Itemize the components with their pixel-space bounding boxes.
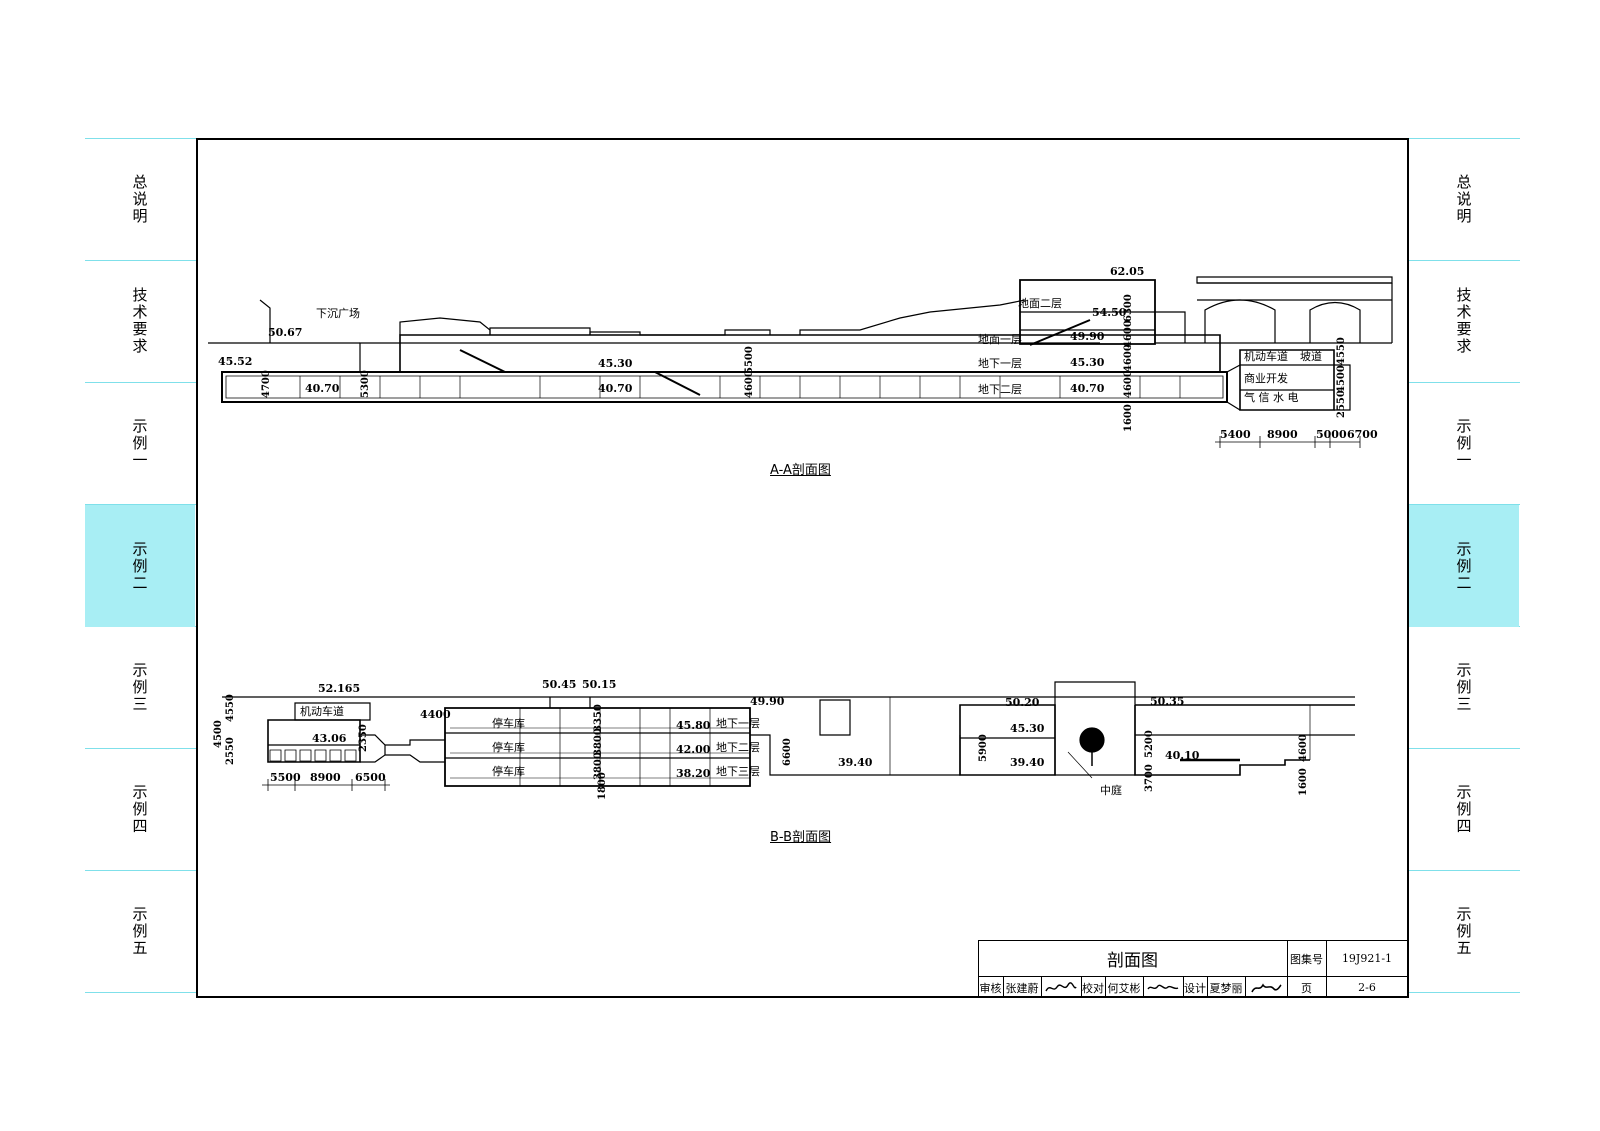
dim-bb-5500: 5500 xyxy=(270,771,301,784)
dim-aa-6700: 6700 xyxy=(1347,428,1378,441)
dim-bb-2550: 2550 xyxy=(225,737,236,765)
label-ground-2f: 地面二层 xyxy=(1018,297,1062,310)
elev-aa-7: 54.50 xyxy=(1092,306,1127,319)
elev-aa-6: 62.05 xyxy=(1110,265,1145,278)
dim-aa-5400: 5400 xyxy=(1220,428,1251,441)
elev-bb-14: 40.10 xyxy=(1165,749,1200,762)
dim-aa-8900: 8900 xyxy=(1267,428,1298,441)
dim-bb-6600: 6600 xyxy=(782,738,793,766)
elev-aa-1: 50.67 xyxy=(268,326,303,339)
sidebar-right-item-example-2[interactable]: 示例二 xyxy=(1409,505,1519,627)
label-sunken-plaza: 下沉广场 xyxy=(316,307,360,320)
label-vehicle-road-aa: 机动车道 xyxy=(1244,350,1288,363)
elev-bb-9: 39.40 xyxy=(838,756,873,769)
dim-bb-3700: 3700 xyxy=(1144,764,1155,792)
design-label: 设计 xyxy=(1184,981,1206,995)
dim-bb-4600: 4600 xyxy=(1298,734,1309,762)
elev-bb-6: 45.80 xyxy=(676,719,711,732)
sidebar-item-example-4[interactable]: 示例四 xyxy=(130,783,149,835)
dim-bb-4500: 4500 xyxy=(213,720,224,748)
dim-bb-6500: 6500 xyxy=(355,771,386,784)
sidebar-item-example-5[interactable]: 示例五 xyxy=(130,905,149,957)
elev-aa-4: 45.30 xyxy=(598,357,633,370)
sidebar-right-item-example-1[interactable]: 示例一 xyxy=(1454,417,1473,469)
dim-bb-1800: 1800 xyxy=(597,772,608,800)
label-b1: 地下一层 xyxy=(978,357,1022,370)
reviewer-signature xyxy=(1041,977,1081,998)
sidebar-right-item-technical[interactable]: 技术要求 xyxy=(1454,287,1473,355)
label-bb-b1: 地下一层 xyxy=(716,717,760,730)
elev-aa-8: 49.90 xyxy=(1070,330,1105,343)
dim-bb-4400: 4400 xyxy=(420,708,451,721)
label-bb-b2: 地下二层 xyxy=(716,741,760,754)
reviewer-name: 张建蔚 xyxy=(1005,981,1039,995)
label-ground-1f: 地面一层 xyxy=(978,333,1022,346)
dim-bb-5900: 5900 xyxy=(978,734,989,762)
elev-aa-9: 45.30 xyxy=(1070,356,1105,369)
elev-bb-13: 50.35 xyxy=(1150,695,1185,708)
label-ramp-aa: 坡道 xyxy=(1300,350,1322,363)
sidebar-right-item-general[interactable]: 总说明 xyxy=(1454,173,1473,225)
elev-aa-2: 45.52 xyxy=(218,355,253,368)
elev-bb-11: 45.30 xyxy=(1010,722,1045,735)
dim-bb-8900: 8900 xyxy=(310,771,341,784)
label-bb-b3: 地下三层 xyxy=(716,765,760,778)
checker-name: 何艾彬 xyxy=(1107,981,1141,995)
sidebar-right-item-example-5[interactable]: 示例五 xyxy=(1454,905,1473,957)
dim-bb-2350: 2350 xyxy=(358,724,369,752)
designer-signature xyxy=(1245,977,1287,998)
label-vehicle-road-bb: 机动车道 xyxy=(300,705,344,718)
page-number: 2-6 xyxy=(1358,981,1376,994)
section-bb-caption: B-B剖面图 xyxy=(770,830,832,845)
drawing-frame xyxy=(196,138,1409,998)
sidebar-item-example-3[interactable]: 示例三 xyxy=(130,661,149,713)
label-utilities: 气 信 水 电 xyxy=(1244,391,1299,404)
elev-bb-10: 50.20 xyxy=(1005,696,1040,709)
elev-bb-12: 39.40 xyxy=(1010,756,1045,769)
elev-bb-4: 50.15 xyxy=(582,678,617,691)
elev-bb-2: 43.06 xyxy=(312,732,347,745)
sidebar-right-item-example-4[interactable]: 示例四 xyxy=(1454,783,1473,835)
elev-bb-1: 52.165 xyxy=(318,682,361,695)
title-block-title: 剖面图 xyxy=(1107,951,1158,971)
elev-bb-7: 42.00 xyxy=(676,743,711,756)
atlas-label: 图集号 xyxy=(1290,952,1323,966)
checker-signature xyxy=(1143,977,1183,998)
elev-bb-8: 38.20 xyxy=(676,767,711,780)
section-aa-caption: A-A剖面图 xyxy=(770,463,831,478)
label-parking-3: 停车库 xyxy=(492,765,525,778)
review-label: 审核 xyxy=(979,981,1002,995)
label-b2: 地下二层 xyxy=(978,383,1022,396)
elev-bb-3: 50.45 xyxy=(542,678,577,691)
sidebar-item-example-1[interactable]: 示例一 xyxy=(130,417,149,469)
atlas-number: 19J921-1 xyxy=(1341,952,1393,965)
sidebar-item-general[interactable]: 总说明 xyxy=(130,173,149,225)
elev-aa-10: 40.70 xyxy=(1070,382,1105,395)
sidebar-item-technical[interactable]: 技术要求 xyxy=(130,287,149,355)
elev-aa-3: 40.70 xyxy=(305,382,340,395)
label-parking-1: 停车库 xyxy=(492,717,525,730)
dim-bb-4550: 4550 xyxy=(225,694,236,722)
elev-aa-5: 40.70 xyxy=(598,382,633,395)
dim-aa-5000: 5000 xyxy=(1316,428,1347,441)
label-parking-2: 停车库 xyxy=(492,741,525,754)
page-label: 页 xyxy=(1301,981,1312,995)
elev-bb-5: 49.90 xyxy=(750,695,785,708)
dim-bb-1600: 1600 xyxy=(1298,768,1309,796)
title-block: 剖面图 图集号 19J921-1 审核 张建蔚 校对 何艾彬 设计 夏梦丽 页 … xyxy=(978,940,1408,998)
label-commercial: 商业开发 xyxy=(1244,372,1288,385)
sidebar-right-item-example-3[interactable]: 示例三 xyxy=(1454,661,1473,713)
sidebar-item-example-2[interactable]: 示例二 xyxy=(85,505,195,627)
check-label: 校对 xyxy=(1082,981,1104,995)
designer-name: 夏梦丽 xyxy=(1209,981,1243,995)
dim-bb-5200: 5200 xyxy=(1144,730,1155,758)
label-courtyard: 中庭 xyxy=(1100,784,1122,797)
